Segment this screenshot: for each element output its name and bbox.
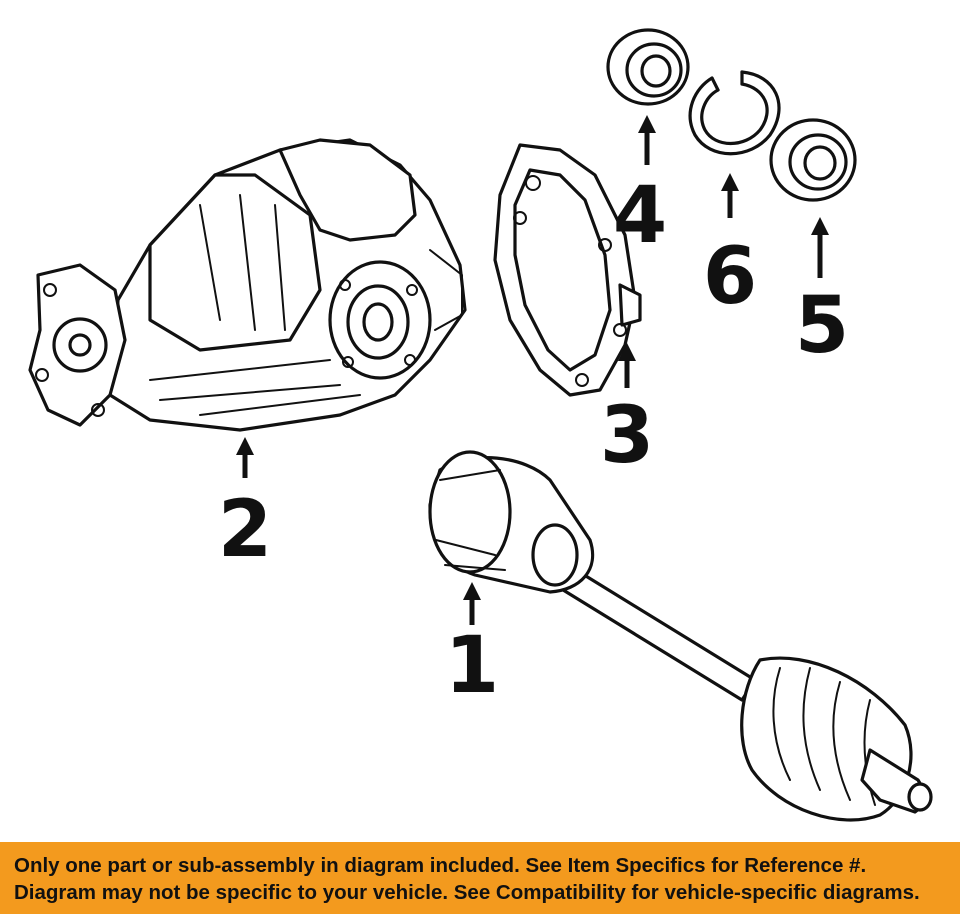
disclaimer-line-1: Only one part or sub-assembly in diagram… [14,854,867,877]
differential-assembly [28,138,467,432]
seal-part-4 [606,28,690,106]
rear-cover [493,143,642,397]
callout-3: 3 [600,391,654,481]
axle-shaft [428,450,933,822]
disclaimer-banner: Only one part or sub-assembly in diagram… [0,842,960,914]
callout-4: 4 [613,171,667,261]
leader-arrows [236,115,829,625]
callout-2: 2 [218,485,272,575]
parts-diagram: 1 2 3 4 5 6 [28,28,933,822]
snap-ring-part-6 [688,70,781,156]
disclaimer-line-2: Diagram may not be specific to your vehi… [14,881,920,904]
callout-1: 1 [445,621,499,711]
callout-6: 6 [703,232,757,322]
callout-5: 5 [795,281,849,371]
seal-part-5 [769,118,857,202]
